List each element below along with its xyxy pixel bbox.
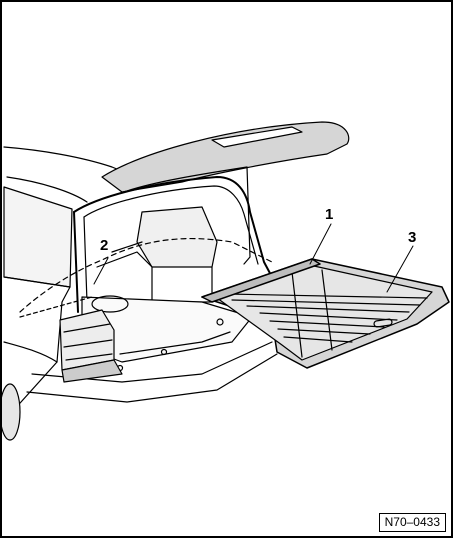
leader-2: [93, 257, 109, 285]
leader-1: [309, 223, 332, 265]
tailgate-window: [211, 126, 303, 148]
callout-1: 1: [325, 206, 334, 223]
spare-wheel-cover: [91, 295, 129, 313]
figure-code-label: N70–0433: [378, 513, 446, 532]
tailgate-inner: [123, 166, 251, 265]
liner-handle: [373, 318, 393, 328]
callout-2: 2: [100, 237, 109, 254]
callout-3: 3: [408, 229, 417, 246]
car-roof-outline: [3, 146, 125, 173]
leader-3: [386, 245, 414, 293]
trunk-edge-dashed: [19, 238, 273, 313]
car-side-window: [3, 186, 73, 288]
rear-seat-backrest: [136, 206, 218, 268]
bumper-lower: [26, 353, 278, 403]
tailgate-outer: [101, 121, 350, 193]
rear-wheel: [2, 383, 21, 441]
edge-protection-strip: [201, 258, 321, 303]
car-lower-body: [3, 341, 58, 363]
liner-ribs: [226, 269, 428, 358]
trunk-opening-left: [73, 211, 79, 313]
trunk-opening-frame: [73, 176, 273, 278]
car-roof-line: [6, 176, 88, 203]
